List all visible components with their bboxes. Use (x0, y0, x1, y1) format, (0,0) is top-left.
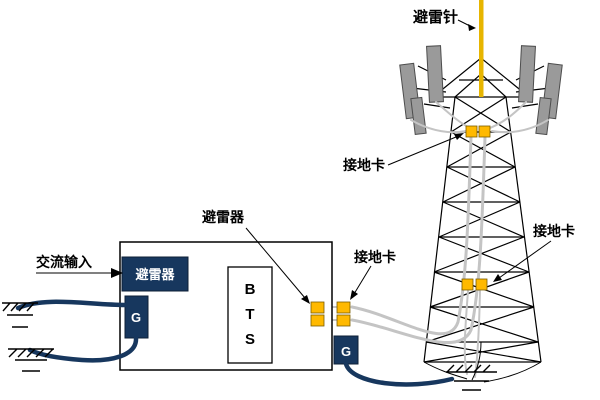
ac-input-label: 交流输入 (36, 254, 92, 270)
leader-arrester (245, 227, 306, 299)
earth-symbol-upper-left (2, 302, 38, 328)
ground-box-left-label: G (131, 310, 141, 325)
ac-input-arrowhead (111, 268, 123, 278)
arrester-connector-2 (310, 314, 325, 327)
arrester-connector-1 (310, 301, 325, 314)
earth-symbol-tower-base (446, 364, 497, 391)
lightning-rod-label: 避雷针 (413, 8, 458, 26)
ground-clamp-top-label: 接地卡 (343, 157, 385, 173)
clamp-tower-low-1 (461, 278, 474, 291)
bts-letter-b: B (245, 281, 256, 298)
arrester-box-label: 避雷器 (135, 267, 175, 282)
feeder-cables (323, 101, 549, 378)
grounding-cable-upper-left (15, 299, 128, 311)
earth-symbol-lower-left (8, 348, 54, 372)
antenna-array (399, 45, 563, 136)
clamp-tower-top-1 (465, 125, 478, 138)
text-labels: 避雷针 接地卡 接地卡 接地卡 避雷器 交流输入 (36, 8, 575, 270)
lightning-rod (479, 0, 484, 97)
arrester-box (121, 256, 189, 292)
tower-legs (423, 96, 542, 363)
antenna-panel-right-inner (518, 45, 536, 103)
ground-box-right-label: G (341, 344, 351, 359)
callouts (36, 19, 552, 304)
feeder-cable-2 (350, 135, 487, 345)
leader-clamp-right (498, 240, 552, 279)
grounding-cable-to-tower (343, 361, 455, 387)
feeder-cable-1 (350, 135, 473, 336)
leader-clamp-top (387, 136, 457, 166)
arrowhead-clamp-bts (350, 290, 358, 300)
ground-clamp-bts-label: 接地卡 (354, 249, 396, 265)
antenna-panel-left-inner (426, 45, 444, 103)
grounding-clamps (310, 125, 491, 327)
arrowhead-lightning-rod (468, 24, 476, 31)
antenna-panel-right-lower (535, 96, 552, 136)
ground-clamp-right-label: 接地卡 (533, 223, 575, 239)
earth-symbols (2, 302, 497, 391)
leader-lightning-rod (457, 19, 471, 27)
arrowhead-clamp-right (493, 274, 502, 282)
bts-letter-t: T (245, 306, 254, 323)
bts-letter-s: S (245, 331, 255, 348)
arrowhead-arrester (301, 295, 310, 304)
antenna-jumper-cables (410, 101, 549, 134)
clamp-tower-top-2 (478, 125, 491, 138)
bts-box (227, 266, 273, 364)
arrester-callout-label: 避雷器 (202, 209, 245, 225)
equipment-room: 避雷器 G B T S G (119, 241, 359, 371)
clamp-bts-1 (336, 301, 351, 314)
arrowhead-clamp-top (454, 133, 464, 140)
clamp-bts-2 (336, 314, 351, 327)
clamp-tower-low-2 (475, 278, 488, 291)
antenna-panel-left-lower (410, 96, 427, 136)
leader-clamp-bts (353, 265, 372, 295)
